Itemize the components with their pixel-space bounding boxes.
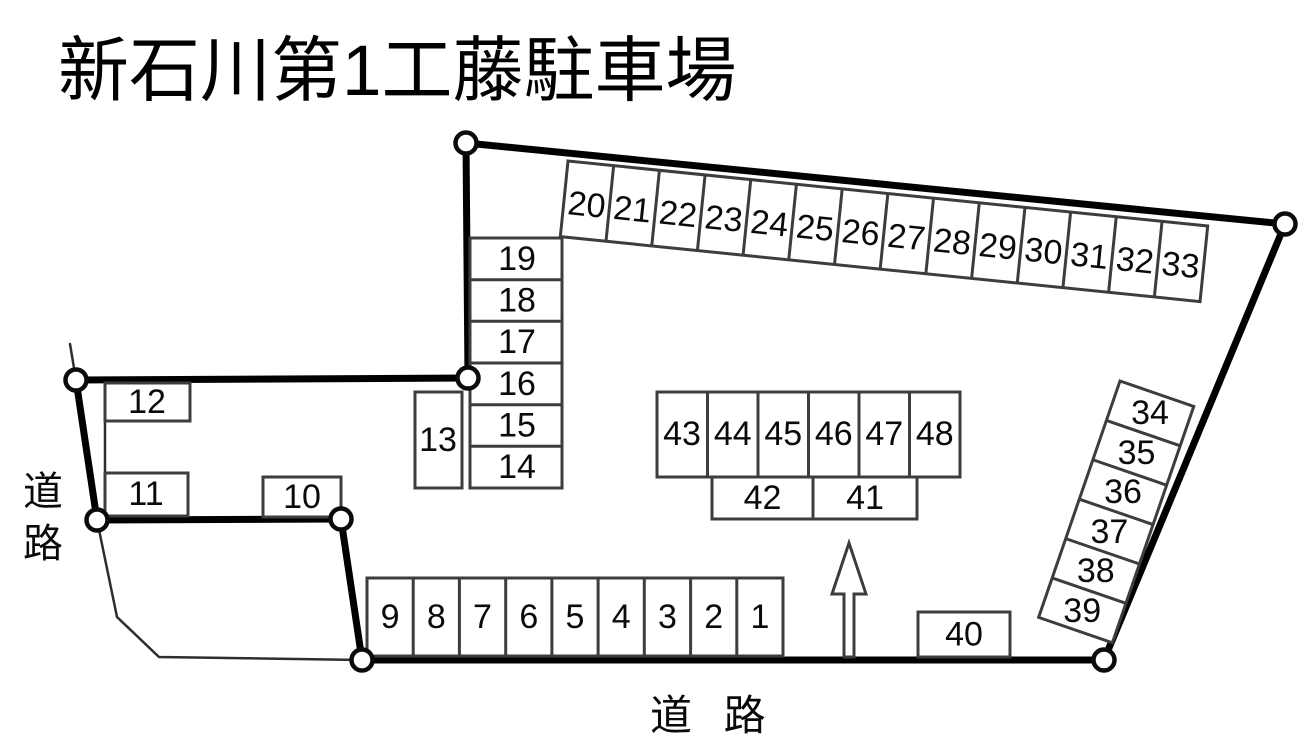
space-2-label: 2 <box>704 598 723 636</box>
boundary-node <box>349 647 375 673</box>
top-row-divider <box>1152 221 1164 298</box>
top-row-divider <box>833 188 844 265</box>
boundary-top <box>462 139 1289 228</box>
boundary-vertical <box>462 139 472 382</box>
right-column-divider <box>1051 576 1127 605</box>
right-column-divider <box>1092 458 1168 487</box>
space-12-box <box>103 381 192 423</box>
boundary-node <box>455 365 481 391</box>
space-4-label: 4 <box>612 598 631 636</box>
bottom-row-spaces: 9 8 7 6 5 4 3 2 1 <box>365 576 785 658</box>
space-3-label: 3 <box>658 598 677 636</box>
right-column-divider <box>1078 497 1154 527</box>
space-46-label: 46 <box>815 415 853 453</box>
space-21-label: 21 <box>612 189 653 231</box>
middle-row-spaces: 43 44 45 46 47 48 <box>655 390 962 479</box>
space-25-label: 25 <box>794 207 835 249</box>
space-44-label: 44 <box>714 415 752 453</box>
space-8-label: 8 <box>427 598 446 636</box>
space-26-label: 26 <box>840 212 881 254</box>
boundary-node <box>84 507 110 533</box>
boundary-mid-horizontal <box>93 515 345 524</box>
space-31-label: 31 <box>1069 235 1110 277</box>
space-32-label: 32 <box>1114 240 1155 282</box>
space-18-label: 18 <box>498 282 536 320</box>
top-row-spaces: 20 21 22 23 24 25 26 27 28 29 30 31 32 3… <box>558 159 1210 304</box>
space-47-label: 47 <box>865 415 903 453</box>
space-41-label: 41 <box>846 479 884 517</box>
space-11-label: 11 <box>128 475 163 513</box>
space-40-box <box>916 610 1012 659</box>
boundary-node <box>63 367 89 393</box>
space-13-label: 13 <box>419 421 457 459</box>
road-label-left: 道路 <box>17 470 61 574</box>
right-column-divider <box>1065 537 1140 566</box>
boundary-upper-horizontal <box>72 374 472 384</box>
top-row-divider <box>970 202 981 279</box>
space-40-label: 40 <box>945 616 983 654</box>
space-24-label: 24 <box>749 203 790 245</box>
space-23-label: 23 <box>703 198 744 240</box>
top-row-divider <box>695 174 707 251</box>
boundary-node <box>1272 211 1298 237</box>
right-column-divider <box>1105 419 1181 448</box>
page-title: 新石川第1工藤駐車場 <box>58 32 737 111</box>
right-column-spaces <box>1036 379 1196 645</box>
top-row-divider <box>1061 211 1073 288</box>
space-38-label: 38 <box>1077 552 1115 590</box>
space-33-label: 33 <box>1160 245 1201 287</box>
left-column-spaces: 19 18 17 16 15 14 <box>468 236 564 490</box>
space-20-label: 20 <box>566 184 607 226</box>
boundary-node <box>328 506 354 532</box>
space-42-label: 42 <box>744 479 782 517</box>
space-29-label: 29 <box>977 226 1018 268</box>
space-27-label: 27 <box>886 217 927 259</box>
space-14-label: 14 <box>498 448 536 486</box>
middle-wide-spaces: 42 41 <box>710 475 919 521</box>
space-30-label: 30 <box>1023 231 1064 273</box>
space-37-label: 37 <box>1090 513 1128 551</box>
space-10-box <box>261 475 343 519</box>
boundary-left-step <box>337 515 366 664</box>
boundary-node <box>1091 647 1117 673</box>
boundary-thin-lower-left <box>95 518 364 662</box>
top-row-divider <box>878 193 890 270</box>
space-36-label: 36 <box>1104 473 1142 511</box>
top-row-divider <box>741 179 753 256</box>
space-28-label: 28 <box>931 221 972 263</box>
top-row-divider <box>787 184 798 260</box>
space-9-label: 9 <box>381 598 400 636</box>
top-row-divider <box>924 197 936 274</box>
bottom-row-outline <box>365 576 785 658</box>
boundary-node <box>453 130 479 156</box>
space-15-label: 15 <box>498 407 536 445</box>
space-43-label: 43 <box>663 415 701 453</box>
space-34-label: 34 <box>1131 394 1169 432</box>
space-1-label: 1 <box>750 598 769 636</box>
space-48-label: 48 <box>916 415 954 453</box>
entrance-arrow-icon <box>829 538 869 659</box>
space-13-box <box>413 390 464 490</box>
space-17-label: 17 <box>498 323 536 361</box>
space-39-label: 39 <box>1063 592 1101 630</box>
space-7-label: 7 <box>473 598 492 636</box>
road-label-bottom: 道 路 <box>650 692 776 739</box>
space-45-label: 45 <box>764 415 802 453</box>
space-12-label: 12 <box>128 383 166 421</box>
boundary-left-slant <box>72 376 101 524</box>
space-19-label: 19 <box>498 240 536 278</box>
top-row-divider <box>1015 207 1027 284</box>
space-6-label: 6 <box>519 598 538 636</box>
boundary-right <box>1100 220 1289 664</box>
top-row-divider <box>650 170 661 247</box>
space-11-box <box>103 471 190 518</box>
top-row-divider <box>1107 216 1118 293</box>
space-5-label: 5 <box>566 598 585 636</box>
space-22-label: 22 <box>657 194 698 236</box>
top-row-divider <box>604 165 616 242</box>
space-35-label: 35 <box>1118 434 1156 472</box>
space-10-label: 10 <box>283 478 321 516</box>
space-16-label: 16 <box>498 365 536 403</box>
